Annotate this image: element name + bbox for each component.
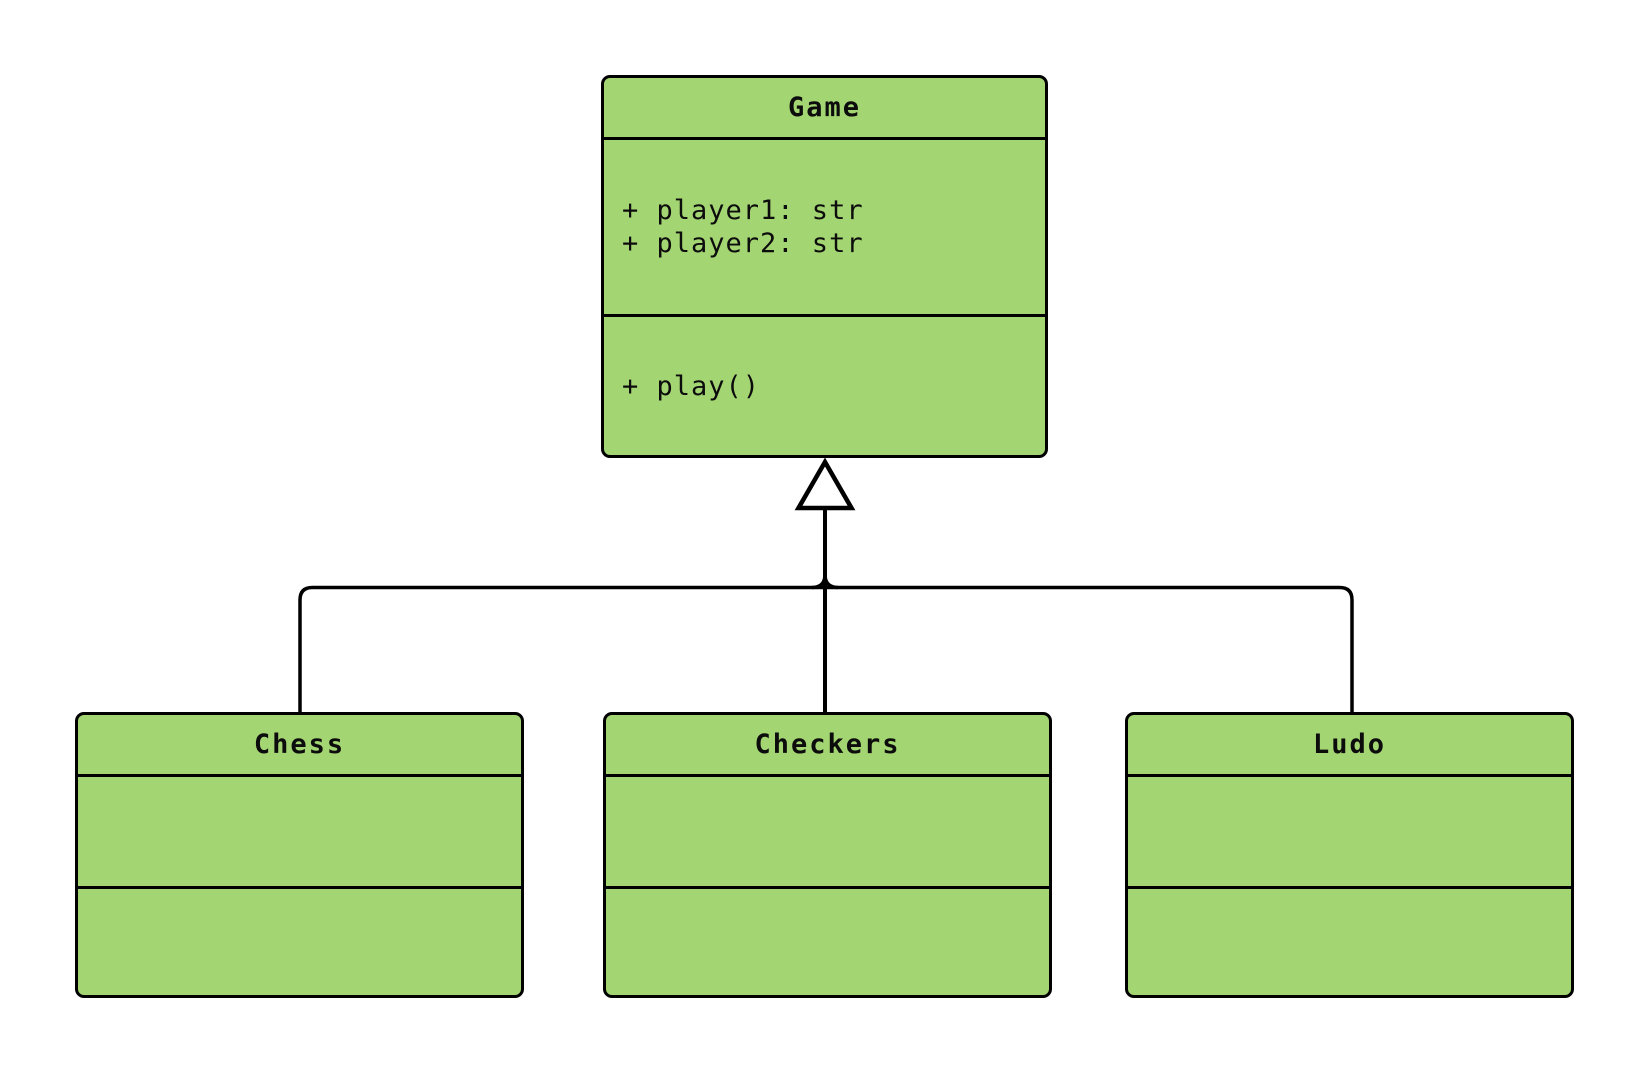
class-title-game: Game [604, 78, 1045, 140]
class-attributes-checkers [606, 777, 1049, 889]
class-attributes-game: + player1: str + player2: str [604, 140, 1045, 317]
attribute-line: + player2: str [622, 228, 864, 259]
class-methods-ludo [1128, 889, 1571, 995]
inheritance-rail [298, 585, 1354, 712]
class-box-game: Game + player1: str + player2: str + pla… [601, 75, 1048, 458]
class-title-checkers: Checkers [606, 715, 1049, 777]
inheritance-triangle-icon [794, 457, 856, 511]
class-attributes-ludo [1128, 777, 1571, 889]
class-title-chess: Chess [78, 715, 521, 777]
class-attributes-chess [78, 777, 521, 889]
method-line: + play() [622, 370, 761, 402]
class-box-chess: Chess [75, 712, 524, 998]
class-box-ludo: Ludo [1125, 712, 1574, 998]
attribute-line: + player1: str [622, 195, 864, 226]
class-methods-checkers [606, 889, 1049, 995]
class-title-ludo: Ludo [1128, 715, 1571, 777]
class-methods-chess [78, 889, 521, 995]
junction-fillet [811, 574, 839, 590]
class-box-checkers: Checkers [603, 712, 1052, 998]
class-methods-game: + play() [604, 317, 1045, 455]
